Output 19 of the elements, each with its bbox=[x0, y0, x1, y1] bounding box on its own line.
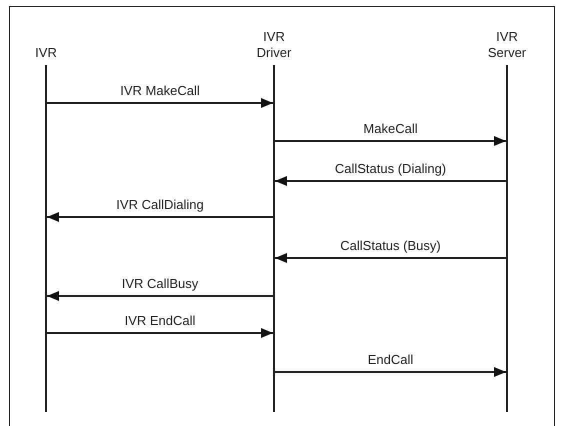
message-label: IVR EndCall bbox=[124, 313, 196, 328]
message-label: EndCall bbox=[368, 352, 414, 367]
lifeline-label: IVR Driver bbox=[256, 29, 292, 61]
message-arrow bbox=[47, 98, 273, 108]
message-label: MakeCall bbox=[363, 121, 418, 136]
message-label: IVR CallBusy bbox=[122, 276, 198, 291]
message-label: CallStatus (Dialing) bbox=[334, 161, 446, 176]
message-arrow bbox=[275, 136, 506, 146]
message-arrow bbox=[47, 328, 273, 338]
lifeline-label: IVR Server bbox=[486, 29, 528, 61]
message-label: CallStatus (Busy) bbox=[340, 238, 441, 253]
message-label: IVR CallDialing bbox=[116, 197, 204, 212]
message-arrow bbox=[275, 367, 506, 377]
message-arrow bbox=[275, 176, 506, 186]
message-label: IVR MakeCall bbox=[120, 83, 200, 98]
message-arrow bbox=[47, 291, 273, 301]
message-arrow bbox=[47, 212, 273, 222]
message-arrow bbox=[275, 253, 506, 263]
lifeline-label: IVR bbox=[34, 45, 58, 61]
